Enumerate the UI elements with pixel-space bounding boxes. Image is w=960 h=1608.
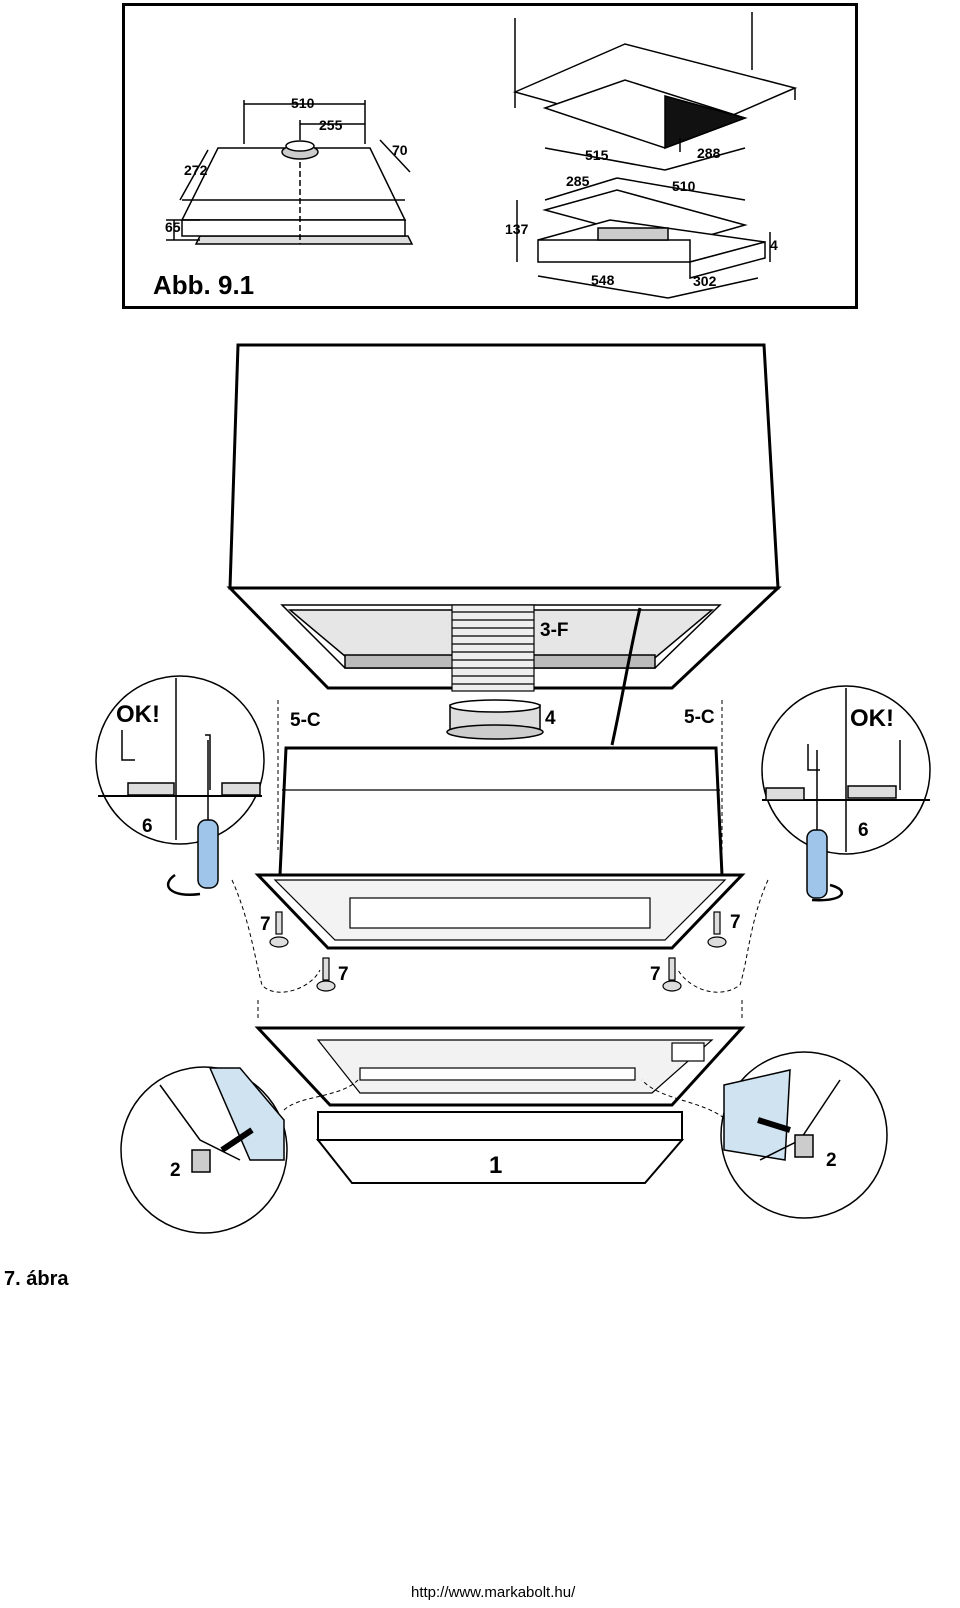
label-screw-2: 7 (338, 964, 349, 985)
filter-panel (315, 1111, 685, 1184)
detail-ok-left (95, 675, 265, 845)
label-duct: 3-F (540, 620, 569, 641)
dim-right-6: 548 (591, 272, 615, 288)
hood-iso-dimension-drawing (512, 12, 798, 299)
dim-right-4: 510 (672, 178, 696, 194)
label-screw-3: 7 (730, 912, 741, 933)
screwdriver-left-icon (197, 740, 219, 889)
label-screw-4: 7 (650, 964, 661, 985)
label-clamp-right: 5-C (684, 707, 715, 728)
hood-underside (273, 879, 727, 941)
detail-ok-right (761, 685, 931, 855)
label-clamp-left: 5-C (290, 710, 321, 731)
label-latch-left: 2 (170, 1160, 181, 1181)
detail-latch-right (720, 1051, 888, 1219)
dim-right-1: 515 (585, 147, 609, 163)
screw-icons (269, 911, 727, 992)
detail-latch-left (120, 1066, 288, 1234)
dimension-figure-frame (122, 3, 858, 309)
dim-left-height: 65 (165, 219, 181, 235)
duct-flexible (451, 604, 535, 692)
power-cable (610, 607, 642, 746)
collar (446, 699, 544, 740)
dim-left-depth: 272 (184, 162, 208, 178)
footer-url-link[interactable]: http://www.markabolt.hu/ (411, 1584, 576, 1601)
dim-right-3: 285 (566, 173, 590, 189)
dim-left-offset: 70 (392, 142, 408, 158)
label-step-right: 6 (858, 820, 869, 841)
screwdriver-right-icon (806, 750, 828, 899)
label-filter: 1 (489, 1152, 502, 1179)
label-ok-left: OK! (116, 701, 160, 728)
arrow-latch-right-icon (757, 1117, 791, 1133)
arrow-latch-left-icon (220, 1127, 254, 1153)
dim-right-5: 137 (505, 221, 529, 237)
grille-inner (316, 1039, 714, 1094)
hood-side-dimension-drawing (166, 100, 414, 245)
dim-right-8: 4 (770, 237, 778, 253)
rotate-arrow-left-icon (166, 873, 201, 896)
label-collar: 4 (545, 708, 556, 729)
label-latch-right: 2 (826, 1150, 837, 1171)
rotate-arrow-right-icon (811, 883, 843, 902)
figure-label-abb: Abb. 9.1 (153, 270, 254, 300)
dim-right-2: 288 (697, 145, 721, 161)
dim-left-center: 255 (319, 117, 343, 133)
figure-caption: 7. ábra (4, 1268, 69, 1290)
dim-right-7: 302 (693, 273, 717, 289)
dim-left-width: 510 (291, 95, 315, 111)
label-screw-1: 7 (260, 914, 271, 935)
label-ok-right: OK! (850, 705, 894, 732)
label-step-left: 6 (142, 816, 153, 837)
